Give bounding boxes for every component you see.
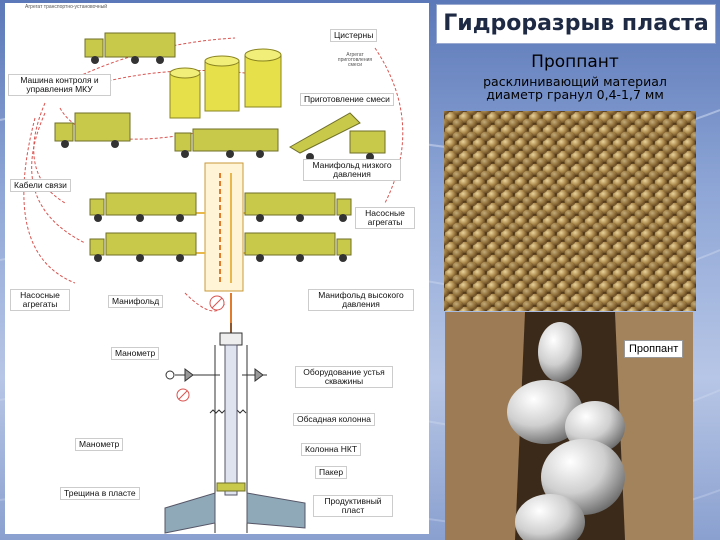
wellhead [165,323,267,402]
label-tubing: Колонна НКТ [301,443,362,456]
description-line-1: расклинивающий материал [483,74,667,89]
granule-pattern [444,111,696,311]
proppant-in-fracture-photo [445,312,693,540]
manifold-column [204,162,244,292]
label-top-caption: Агрегат транспортно-установочный [25,4,108,10]
tank [169,67,201,119]
label-tanks: Цистерны [330,29,378,42]
proppant-granules-photo [444,111,696,311]
control-truck [54,112,131,148]
pump-truck [244,192,352,222]
label-cables: Кабели связи [10,179,71,192]
tank [204,55,240,112]
slide-subtitle: Проппант [531,52,619,72]
tubing [224,344,238,496]
label-manometer-2: Манометр [75,438,124,451]
tank [244,48,282,108]
frac-diagram: Агрегат транспортно-установочный Цистерн… [5,3,429,534]
description-line-2: диаметр гранул 0,4-1,7 мм [486,87,664,102]
frac-diagram-drawing [23,32,404,534]
label-mix-caption: Агрегат приготовления смеси [337,52,373,68]
tanks-group [169,48,282,119]
fracture-photo-drawing [445,312,693,540]
label-manifold: Манифольд [108,295,164,308]
label-mix-prep: Приготовление смеси [300,93,394,106]
dump-truck [289,112,386,161]
pump-truck [89,192,197,222]
slide-description: расклинивающий материал диаметр гранул 0… [436,75,714,101]
label-casing: Обсадная колонна [293,413,375,426]
label-wellhead: Оборудование устья скважины [295,366,393,388]
label-pumps-right: Насосные агрегаты [355,207,415,229]
label-manometer-1: Манометр [111,347,160,360]
pump-truck [244,232,352,262]
fracture-wedge-right [246,492,306,529]
transport-truck [84,32,176,64]
label-manifold-high: Манифольд высокого давления [308,289,414,311]
pump-truck [89,232,197,262]
label-control-machine: Машина контроля и управления МКУ [8,74,111,96]
slide-title: Гидроразрыв пласта [436,4,716,44]
label-manifold-low: Манифольд низкого давления [303,159,401,181]
label-productive: Продуктивный пласт [313,495,393,517]
label-pumps-left: Насосные агрегаты [10,289,70,311]
label-fracture: Трещина в пласте [60,487,140,500]
mixing-truck [174,128,279,158]
packer-element [216,482,246,492]
label-packer: Пакер [315,466,348,479]
photo-label-proppant: Проппант [624,340,684,358]
fracture-wedge-left [164,492,216,534]
